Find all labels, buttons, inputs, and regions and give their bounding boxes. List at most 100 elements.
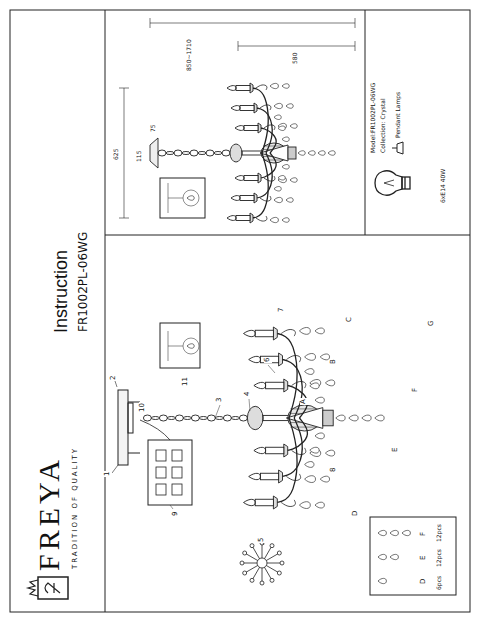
crystal-drop: [305, 462, 314, 468]
crystal-drop: [315, 328, 324, 334]
wiring-box: [140, 420, 192, 505]
dimension: 850~1710: [186, 38, 193, 72]
crystal-drop: [270, 217, 278, 222]
callout-number: 3: [216, 397, 224, 403]
crystal-drop: [378, 530, 386, 535]
crystal-drop: [390, 554, 398, 559]
canopy: [150, 138, 158, 168]
crystal-drop: [349, 415, 358, 421]
lamp-arm: [254, 108, 272, 153]
bulb: [235, 126, 244, 131]
terminal-block: [156, 450, 182, 495]
title: Instruction: [52, 250, 72, 333]
candle: [255, 499, 273, 506]
crystal-drop: [282, 137, 289, 142]
dimension: 625: [113, 148, 120, 161]
callout-number: 11: [182, 376, 190, 387]
bulb: [227, 216, 236, 221]
candle: [260, 473, 278, 480]
crystal-drop: [305, 369, 314, 375]
candle: [244, 126, 258, 131]
candle: [236, 86, 250, 91]
part-letter: D: [420, 579, 428, 584]
crystal-drop: [320, 476, 329, 482]
crystal-drop: [310, 383, 319, 389]
chain-link: [207, 415, 215, 421]
divider: [105, 10, 106, 612]
frame: [10, 10, 470, 612]
bulb: [249, 356, 261, 362]
chain-link: [199, 417, 207, 420]
candle: [240, 196, 254, 201]
chain-link: [239, 415, 247, 421]
crystal-drop: [274, 197, 282, 202]
inset-sketch: [168, 331, 199, 361]
candle: [260, 356, 278, 363]
candle: [236, 216, 250, 221]
callout-number: 6: [264, 357, 272, 363]
crystal-drop: [299, 502, 310, 509]
crystal-drop: [282, 165, 289, 170]
callout-number: 2: [110, 375, 118, 381]
brand-name: FREYA: [32, 456, 65, 571]
bulb: [244, 499, 256, 505]
crystal-drop: [378, 554, 386, 559]
crystal-drop: [305, 353, 316, 360]
crystal-drop: [187, 344, 194, 349]
crystal-drop: [298, 151, 305, 156]
bulb: [254, 447, 266, 453]
chain-link: [151, 417, 159, 420]
crystal-drop: [278, 176, 285, 181]
crystal-drop: [305, 476, 316, 483]
callout-number: 4: [244, 391, 252, 397]
inset-box: [160, 178, 205, 218]
crystal-drop: [308, 151, 315, 156]
chain-link: [166, 152, 174, 155]
chain-link: [206, 150, 214, 156]
lamp-arm: [250, 153, 268, 218]
candle: [240, 106, 254, 111]
crystal-drop: [282, 218, 289, 223]
lamp-arm: [279, 418, 303, 477]
part-letter: E: [392, 447, 400, 453]
chain-link: [158, 150, 166, 156]
bulb-icon: [375, 171, 410, 195]
candle: [255, 330, 273, 337]
model-code: FR1002PL-06WG: [77, 232, 90, 332]
crystal-drop: [290, 178, 297, 183]
callout-number: 5: [258, 537, 266, 543]
candle: [266, 382, 284, 389]
crystal-drop: [286, 104, 293, 109]
bulb: [227, 86, 236, 91]
callout-number: 1: [104, 471, 112, 477]
crystal-drop: [187, 196, 194, 201]
logo-emblem: [28, 577, 68, 599]
crystal-drop: [325, 380, 334, 386]
chain-link: [159, 415, 167, 421]
lamp-arm: [273, 418, 297, 503]
part-letter: C: [346, 316, 354, 323]
chain-link: [191, 415, 199, 421]
part-count: 6pcs: [436, 576, 443, 590]
chain-link: [175, 415, 183, 421]
chain-link: [190, 150, 198, 156]
dimension-line: [119, 18, 355, 218]
callout-number: 7: [278, 307, 286, 313]
brand-tagline: TRADITION OF QUALITY: [72, 447, 80, 569]
lamp-arm: [254, 153, 272, 198]
inset-box: [160, 323, 200, 368]
crystal-drop: [270, 83, 278, 88]
crystal-drop: [274, 103, 282, 108]
chandelier: [143, 327, 384, 509]
crystal-drop: [325, 450, 334, 456]
dimension: 75: [150, 123, 157, 133]
candle: [266, 447, 284, 454]
bulb: [254, 382, 266, 388]
crystal-drop: [278, 126, 285, 131]
chain-link: [214, 152, 222, 155]
crystal-drop: [320, 354, 329, 360]
crystal-drop: [310, 447, 319, 453]
model-text: Model:FR1002PL-06WG: [370, 83, 377, 153]
crystal-drop: [315, 397, 324, 403]
